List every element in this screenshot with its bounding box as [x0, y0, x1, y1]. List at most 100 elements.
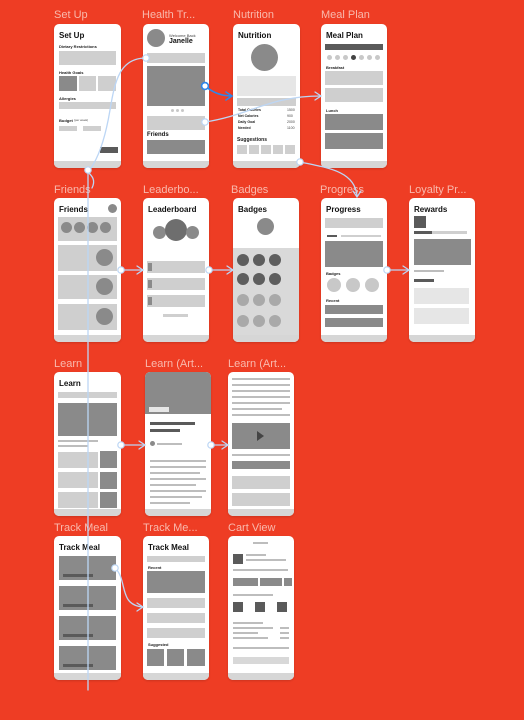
- avatar[interactable]: [100, 222, 111, 233]
- podium-avatar[interactable]: [153, 226, 166, 239]
- badge-icon[interactable]: [327, 278, 341, 292]
- tab-track[interactable]: [341, 235, 381, 237]
- suggested-tile[interactable]: [147, 649, 164, 666]
- badge-icon[interactable]: [237, 273, 249, 285]
- tab-indicator[interactable]: [327, 235, 337, 237]
- meal-card[interactable]: [325, 114, 383, 130]
- article-thumb[interactable]: [100, 451, 117, 468]
- frame-leaderboard[interactable]: Leaderboard: [143, 198, 209, 342]
- frame-health-tracker[interactable]: Welcome Back Janelle Friends: [143, 24, 209, 168]
- frame-cart-view[interactable]: [228, 536, 294, 680]
- checkout-button[interactable]: [233, 657, 289, 664]
- meal-card[interactable]: [325, 133, 383, 149]
- frame-learn[interactable]: Learn: [54, 372, 121, 516]
- meal-card[interactable]: [325, 71, 383, 85]
- pager-dot[interactable]: [171, 109, 174, 112]
- frame-track-meal-2[interactable]: Track Meal Recent Suggested: [143, 536, 209, 680]
- frame-progress[interactable]: Progress Badges Recent: [321, 198, 387, 342]
- podium-avatar-first[interactable]: [165, 219, 187, 241]
- frame-meal-plan[interactable]: Meal Plan Breakfast Lunch: [321, 24, 387, 168]
- health-card[interactable]: [147, 116, 205, 130]
- podium-avatar[interactable]: [186, 226, 199, 239]
- frame-badges[interactable]: Badges: [233, 198, 299, 342]
- day-dot[interactable]: [359, 55, 364, 60]
- frame-track-meal[interactable]: Track Meal: [54, 536, 121, 680]
- badge-icon[interactable]: [237, 254, 249, 266]
- leader-row[interactable]: [147, 261, 205, 273]
- badge-icon[interactable]: [269, 273, 281, 285]
- cart-option[interactable]: [284, 578, 292, 586]
- related-item[interactable]: [232, 476, 290, 489]
- leader-row[interactable]: [147, 278, 205, 290]
- badge-icon-locked[interactable]: [253, 294, 265, 306]
- frame-learn-article-2[interactable]: [228, 372, 294, 516]
- reward-carousel[interactable]: [414, 239, 471, 265]
- avatar[interactable]: [61, 222, 72, 233]
- badge-icon-locked[interactable]: [269, 315, 281, 327]
- badge-icon-locked[interactable]: [253, 315, 265, 327]
- suggestion-tile[interactable]: [285, 145, 295, 154]
- frame-setup[interactable]: Set Up Dietary Restrictions Health Goals…: [54, 24, 121, 168]
- reward-item[interactable]: [414, 288, 469, 304]
- setup-goal-option[interactable]: [59, 76, 77, 91]
- featured-badge[interactable]: [257, 218, 274, 235]
- day-dot[interactable]: [335, 55, 340, 60]
- recent-meal-row[interactable]: [147, 628, 205, 638]
- avatar[interactable]: [74, 222, 85, 233]
- learn-featured-article[interactable]: [58, 403, 117, 436]
- frame-rewards[interactable]: Rewards: [409, 198, 475, 342]
- recent-meal-row[interactable]: [147, 598, 205, 608]
- pager-dot[interactable]: [176, 109, 179, 112]
- badge-icon-locked[interactable]: [269, 294, 281, 306]
- day-dot[interactable]: [375, 55, 380, 60]
- badge-icon[interactable]: [253, 273, 265, 285]
- suggestion-tile[interactable]: [261, 145, 271, 154]
- leader-row[interactable]: [147, 295, 205, 307]
- cart-option[interactable]: [260, 578, 282, 586]
- avatar[interactable]: [87, 222, 98, 233]
- play-icon[interactable]: [257, 431, 264, 441]
- frame-learn-article-1[interactable]: [145, 372, 211, 516]
- see-more-link[interactable]: [163, 314, 188, 317]
- cart-option[interactable]: [233, 578, 258, 586]
- recent-item[interactable]: [325, 305, 383, 314]
- day-dot-selected[interactable]: [351, 55, 356, 60]
- badge-icon-locked[interactable]: [237, 294, 249, 306]
- frame-nutrition[interactable]: Nutrition Total Calories 1500 Net Calori…: [233, 24, 300, 168]
- suggested-tile[interactable]: [187, 649, 205, 666]
- badge-icon[interactable]: [253, 254, 265, 266]
- recent-meal-card[interactable]: [147, 571, 205, 593]
- setup-dietary-field[interactable]: [59, 51, 116, 65]
- day-dot[interactable]: [367, 55, 372, 60]
- badge-icon[interactable]: [346, 278, 360, 292]
- friends-card[interactable]: [147, 140, 205, 154]
- article-thumb[interactable]: [100, 472, 117, 489]
- setup-budget-min[interactable]: [59, 126, 77, 131]
- recent-item[interactable]: [325, 318, 383, 327]
- badge-icon[interactable]: [269, 254, 281, 266]
- meal-card[interactable]: [325, 88, 383, 102]
- day-dot[interactable]: [343, 55, 348, 60]
- reward-item[interactable]: [414, 308, 469, 324]
- setup-goal-option[interactable]: [98, 76, 116, 91]
- suggestion-tile[interactable]: [273, 145, 283, 154]
- suggestion-tile[interactable]: [249, 145, 259, 154]
- suggestion-tile[interactable]: [237, 145, 247, 154]
- recent-meal-row[interactable]: [147, 613, 205, 623]
- badge-icon[interactable]: [365, 278, 379, 292]
- article-thumb[interactable]: [100, 492, 117, 508]
- learn-tabs[interactable]: [58, 392, 117, 398]
- badge-icon-locked[interactable]: [237, 315, 249, 327]
- day-dot[interactable]: [327, 55, 332, 60]
- frame-friends[interactable]: Friends: [54, 198, 121, 342]
- setup-goal-option[interactable]: [79, 76, 96, 91]
- search-input[interactable]: [147, 556, 205, 562]
- setup-allergies-field[interactable]: [59, 102, 116, 109]
- related-item[interactable]: [232, 461, 290, 469]
- pager-dot[interactable]: [181, 109, 184, 112]
- setup-continue-button[interactable]: [100, 147, 118, 153]
- profile-icon[interactable]: [108, 204, 117, 213]
- related-item[interactable]: [232, 493, 290, 506]
- setup-budget-max[interactable]: [83, 126, 101, 131]
- suggested-tile[interactable]: [167, 649, 184, 666]
